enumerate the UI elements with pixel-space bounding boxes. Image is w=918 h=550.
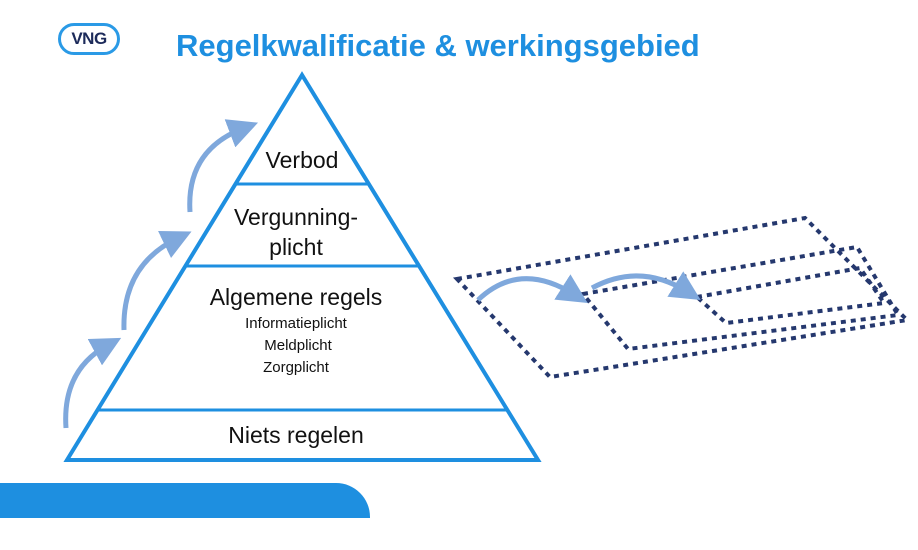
plane-inner	[692, 265, 888, 326]
arrow-icon	[590, 271, 701, 300]
footer-accent-bar	[0, 483, 370, 518]
vng-logo: VNG	[58, 23, 120, 55]
level-algemene-regels: Algemene regels	[209, 284, 383, 310]
sub-informatieplicht: Informatieplicht	[245, 315, 347, 332]
arrow-icon	[63, 337, 122, 429]
arrow-icon	[121, 231, 192, 331]
plane-middle	[579, 244, 902, 352]
slide-title: Regelkwalificatie & werkingsgebied	[176, 28, 700, 63]
pyramid-outline	[63, 71, 542, 462]
pyramid	[63, 71, 542, 462]
escalation-arrows	[63, 119, 259, 429]
arrow-icon	[476, 274, 588, 304]
plane-outer	[452, 215, 912, 380]
sub-zorgplicht: Zorgplicht	[263, 359, 329, 376]
arrow-icon	[187, 119, 259, 213]
level-niets-regelen: Niets regelen	[228, 422, 364, 448]
level-vergunningplicht-line2: plicht	[269, 234, 323, 260]
level-vergunningplicht-line1: Vergunning-	[233, 204, 359, 230]
sub-meldplicht: Meldplicht	[264, 337, 332, 354]
logo-text: VNG	[71, 29, 107, 48]
level-verbod: Verbod	[265, 147, 339, 173]
area-planes	[452, 215, 912, 380]
